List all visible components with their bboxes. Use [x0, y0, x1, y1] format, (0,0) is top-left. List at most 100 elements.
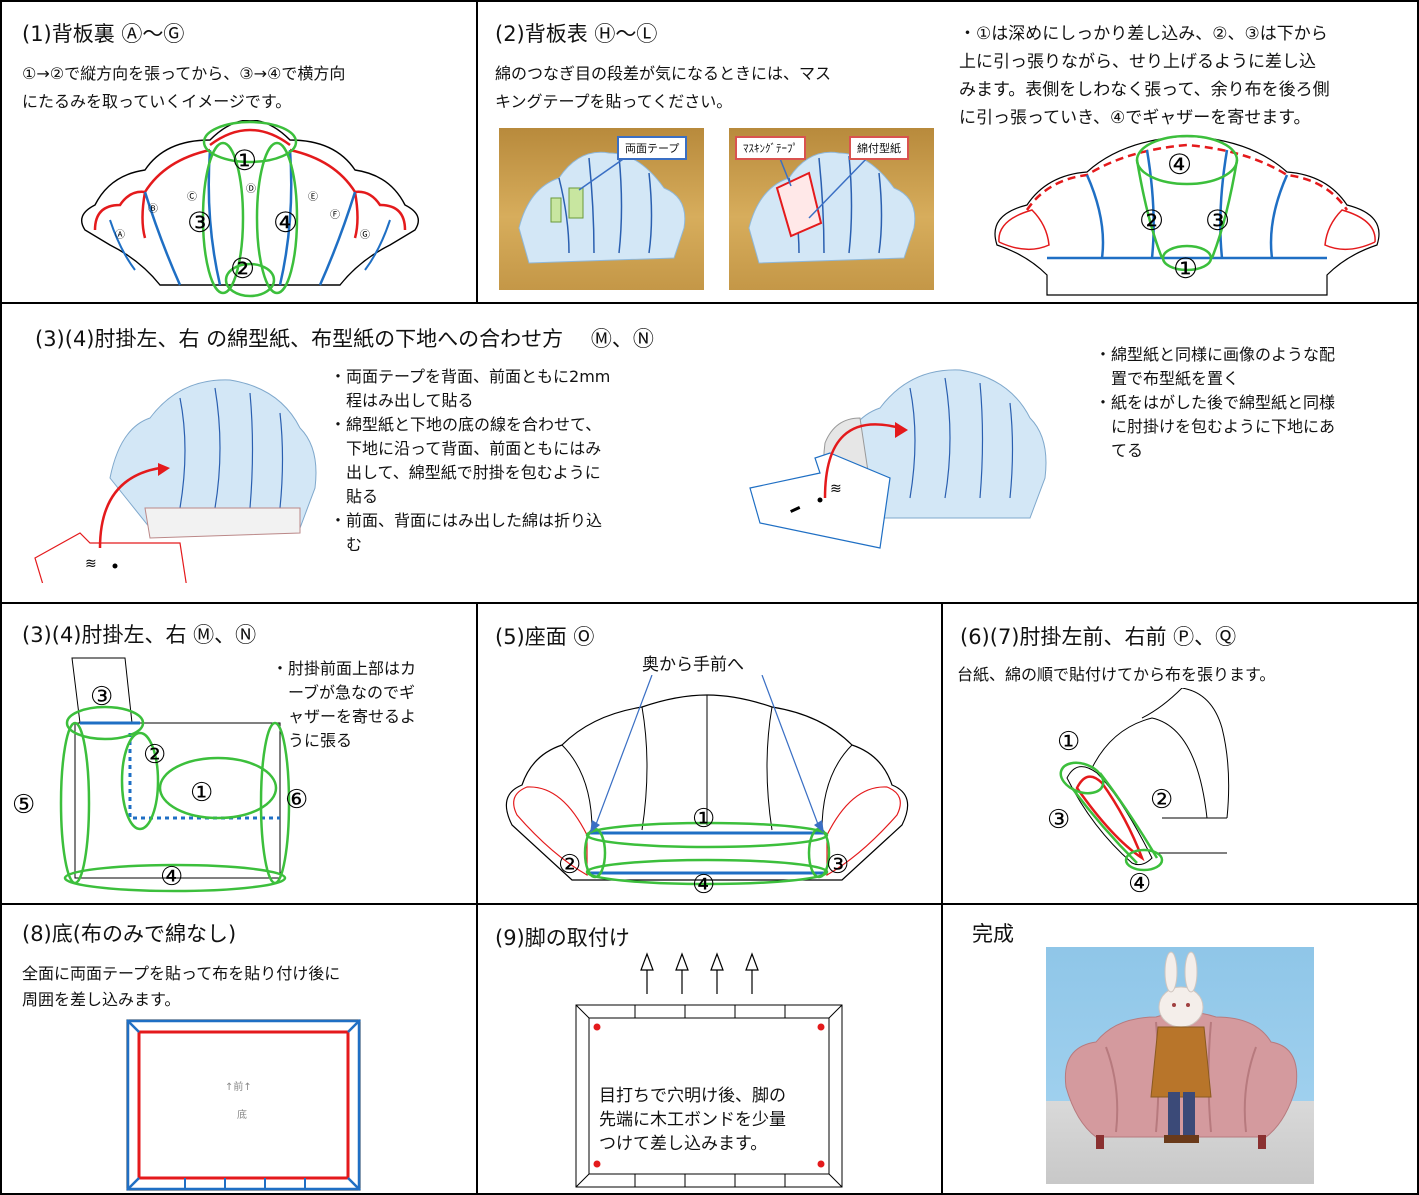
front-label: ↑前↑: [225, 1080, 252, 1093]
mid-line-5: 出して、綿型紙で肘掛を包むように: [330, 463, 601, 482]
letter-c: Ⓒ: [187, 191, 197, 203]
legs-icons: [640, 952, 759, 994]
num-2: ②: [230, 252, 255, 285]
section-title: (5)座面 Ⓞ: [495, 625, 595, 649]
num-5: ⑤: [12, 790, 35, 820]
section-title: (3)(4)肘掛左、右 Ⓜ、Ⓝ: [22, 623, 257, 647]
section-bottom: (8)底(布のみで綿なし) 全面に両面テープを貼って布を貼り付け後に 周囲を差し…: [0, 904, 477, 1195]
instruction-line-2: 先端に木工ボンドを少量: [599, 1110, 786, 1130]
note-line-1: ・①は深めにしっかり差し込み、②、③は下から: [959, 24, 1328, 44]
letter-e: Ⓔ: [308, 191, 318, 203]
right-line-3: ・紙をはがした後で綿型紙と同様: [1095, 393, 1336, 412]
section-back-panel-notes: ・①は深めにしっかり差し込み、②、③は下から 上に引っ張りながら、せり上げるよう…: [947, 0, 1419, 303]
num-2: ②: [143, 740, 166, 770]
section-title: (8)底(布のみで綿なし): [22, 922, 237, 946]
right-line-1: ・綿型紙と同様に画像のような配: [1095, 345, 1336, 364]
section-title: (3)(4)肘掛左、右 の綿型紙、布型紙の下地への合わせ方 Ⓜ、Ⓝ: [35, 327, 654, 351]
num-2: ②: [1139, 204, 1164, 237]
section-title: (1)背板裏 Ⓐ〜Ⓖ: [22, 22, 185, 46]
num-3: ③: [826, 850, 849, 880]
num-4: ④: [692, 870, 715, 900]
note-line-3: ャザーを寄せるよ: [272, 707, 417, 726]
letter-a: Ⓐ: [115, 229, 125, 241]
letter-b: Ⓑ: [148, 203, 158, 215]
bottom-label: 底: [237, 1108, 247, 1121]
instruction-line-1: ①→②で縦方向を張ってから、③→④で横方向: [22, 64, 346, 83]
section-armrest-fabric: (3)(4)肘掛左、右 Ⓜ、Ⓝ ・肘掛前面上部はカ ーブが急なのでギ ャザーを寄…: [0, 603, 477, 904]
instruction-line-1: 全面に両面テープを貼って布を貼り付け後に: [22, 964, 341, 983]
num-4: ④: [273, 206, 298, 239]
photo-double-tape: 両面テープ: [499, 128, 704, 290]
num-4: ④: [1167, 148, 1192, 181]
seat-diagram: ① ② ③ ④: [505, 675, 909, 900]
section-legs: (9)脚の取付け 目打ちで穴明け後、脚の 先端に木工ボンドを少量 つけて差し込み…: [477, 904, 942, 1195]
section-armrest-pattern-fit: (3)(4)肘掛左、右 の綿型紙、布型紙の下地への合わせ方 Ⓜ、Ⓝ ≋ ・両面テ…: [0, 303, 1419, 603]
section-back-panel-front: (2)背板表 Ⓗ〜Ⓛ 綿のつなぎ目の段差が気になるときには、マス キングテープを…: [477, 0, 947, 303]
tag-cotton-pattern: 綿付型紙: [849, 136, 909, 160]
mid-line-7: ・前面、背面にはみ出した綿は折り込: [330, 511, 603, 530]
mid-line-6: 貼る: [330, 487, 379, 506]
armrest-left-photo: ≋: [34, 379, 317, 583]
svg-text:≋: ≋: [830, 481, 842, 497]
back-panel-rear-diagram: ① ② ③ ④ Ⓐ Ⓑ Ⓒ Ⓓ Ⓔ Ⓕ Ⓖ: [81, 120, 419, 298]
instruction-line-3: つけて差し込みます。: [599, 1134, 768, 1154]
instruction-line-2: にたるみを取っていくイメージです。: [22, 92, 292, 111]
seat-callout: 奥から手前へ: [642, 655, 744, 675]
num-2: ②: [558, 850, 581, 880]
right-line-5: てる: [1095, 441, 1144, 460]
mid-line-8: む: [330, 535, 363, 554]
photo-masking-tape: ﾏｽｷﾝｸﾞﾃｰﾌﾟ 綿付型紙: [729, 128, 934, 290]
note-line-4: うに張る: [272, 731, 353, 750]
armrest-front-diagram: ① ② ③ ④: [1047, 688, 1230, 898]
num-3: ③: [1047, 805, 1070, 835]
instruction-line-1: 綿のつなぎ目の段差が気になるときには、マス: [495, 64, 832, 83]
letter-g: Ⓖ: [360, 229, 370, 241]
section-back-panel-rear: (1)背板裏 Ⓐ〜Ⓖ ①→②で縦方向を張ってから、③→④で横方向 にたるみを取っ…: [0, 0, 477, 303]
num-1: ①: [232, 144, 257, 177]
mid-line-3: ・綿型紙と下地の底の線を合わせて、: [330, 415, 602, 434]
instruction-line-2: キングテープを貼ってください。: [495, 92, 733, 111]
note-line-1: ・肘掛前面上部はカ: [272, 659, 417, 678]
num-3: ③: [90, 682, 113, 712]
num-4: ④: [1128, 869, 1151, 898]
armrest-right-photo: ≋: [749, 369, 1047, 549]
mid-line-4: 下地に沿って背面、前面ともにはみ: [330, 439, 602, 458]
num-2: ②: [1150, 785, 1173, 815]
mid-line-2: 程はみ出して貼る: [330, 391, 474, 410]
num-1: ①: [1173, 252, 1198, 285]
note-line-2: 上に引っ張りながら、せり上げるように差し込: [959, 52, 1316, 72]
finished-photo: [1046, 947, 1314, 1184]
right-line-4: に肘掛けを包むように下地にあ: [1095, 417, 1336, 436]
section-title: (6)(7)肘掛左前、右前 Ⓟ、Ⓠ: [960, 625, 1237, 649]
back-panel-front-diagram: ④ ② ③ ①: [994, 134, 1380, 296]
num-6: ⑥: [285, 785, 308, 815]
mid-line-1: ・両面テープを背面、前面ともに2mm: [330, 367, 611, 386]
num-3: ③: [187, 206, 212, 239]
instruction-line: 台紙、綿の順で貼付けてから布を張ります。: [957, 665, 1276, 684]
section-finished: 完成: [942, 904, 1419, 1195]
num-4: ④: [160, 862, 183, 892]
section-title: 完成: [972, 922, 1014, 946]
num-3: ③: [1205, 204, 1230, 237]
num-1: ①: [190, 778, 213, 808]
section-seat: (5)座面 Ⓞ 奥から手前へ ① ② ③ ④: [477, 603, 942, 904]
num-1: ①: [1057, 727, 1080, 757]
bottom-diagram: ↑前↑ 底: [126, 1019, 361, 1191]
note-line-4: に引っ張っていき、④でギャザーを寄せます。: [959, 108, 1311, 128]
svg-text:≋: ≋: [85, 556, 97, 572]
legs-board-diagram: [575, 1004, 843, 1188]
tag-masking-tape: ﾏｽｷﾝｸﾞﾃｰﾌﾟ: [735, 136, 806, 160]
instruction-line-2: 周囲を差し込みます。: [22, 990, 181, 1009]
note-line-2: ーブが急なのでギ: [272, 683, 416, 702]
section-title: (2)背板表 Ⓗ〜Ⓛ: [495, 22, 658, 46]
armrest-fabric-diagram: ① ② ③ ④ ⑤ ⑥: [12, 657, 308, 893]
letter-f: Ⓕ: [330, 209, 340, 221]
section-armrest-front: (6)(7)肘掛左前、右前 Ⓟ、Ⓠ 台紙、綿の順で貼付けてから布を張ります。 ①…: [942, 603, 1419, 904]
section-title: (9)脚の取付け: [495, 926, 630, 950]
tag-double-tape: 両面テープ: [617, 136, 688, 160]
num-1: ①: [692, 804, 715, 834]
right-line-2: 置で布型紙を置く: [1095, 369, 1240, 388]
note-line-3: みます。表側をしわなく張って、余り布を後ろ側: [959, 80, 1330, 100]
instruction-line-1: 目打ちで穴明け後、脚の: [599, 1086, 786, 1106]
letter-d: Ⓓ: [246, 183, 256, 195]
